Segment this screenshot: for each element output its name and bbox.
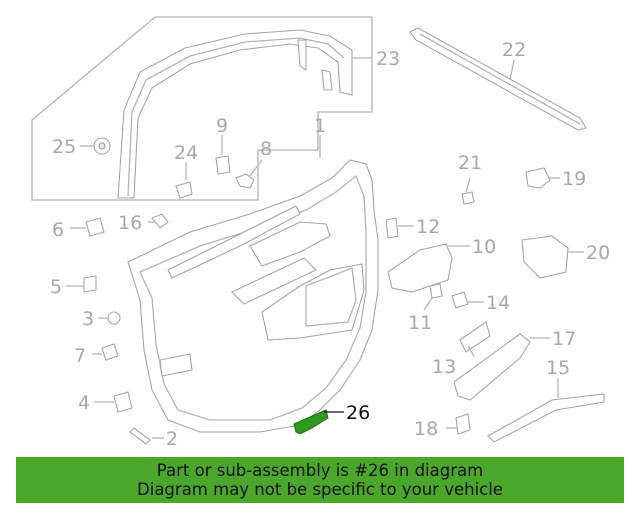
callout-13: 13 — [432, 356, 456, 378]
callout-22: 22 — [502, 39, 526, 61]
part-12 — [385, 217, 399, 239]
callout-26: 26 — [346, 402, 370, 424]
callout-11: 11 — [408, 312, 432, 334]
callout-9: 9 — [216, 115, 228, 137]
part-7 — [101, 343, 119, 361]
part-13 — [459, 321, 491, 353]
part-6 — [85, 217, 105, 237]
part-10 — [387, 243, 453, 293]
part-16 — [151, 213, 169, 229]
callout-10: 10 — [472, 236, 496, 258]
callout-20: 20 — [586, 242, 610, 264]
part-20 — [521, 235, 569, 279]
leader-lines — [66, 57, 584, 439]
frame-molding-part — [117, 29, 353, 199]
part-18 — [455, 413, 471, 435]
callout-5: 5 — [50, 276, 62, 298]
callout-15: 15 — [546, 357, 570, 379]
part-24 — [175, 181, 193, 199]
part-4 — [113, 391, 133, 413]
part-3 — [107, 311, 121, 325]
part-14 — [451, 291, 469, 309]
callout-23: 23 — [376, 48, 400, 70]
callout-14: 14 — [486, 292, 510, 314]
info-banner: Part or sub-assembly is #26 in diagram D… — [16, 457, 624, 503]
assembly-23-box — [31, 16, 373, 201]
callout-12: 12 — [416, 216, 440, 238]
callout-6: 6 — [52, 219, 64, 241]
part-17 — [453, 333, 531, 401]
callout-19: 19 — [562, 168, 586, 190]
callout-4: 4 — [78, 392, 90, 414]
part-21 — [461, 191, 475, 205]
banner-line-2: Diagram may not be specific to your vehi… — [137, 480, 503, 499]
callout-24: 24 — [174, 142, 198, 164]
callout-21: 21 — [458, 152, 482, 174]
callout-7: 7 — [74, 345, 86, 367]
banner-line-1: Part or sub-assembly is #26 in diagram — [156, 461, 484, 480]
part-2 — [129, 427, 151, 445]
part-5 — [83, 275, 97, 293]
part-9 — [215, 155, 231, 175]
callout-17: 17 — [552, 328, 576, 350]
part-8 — [235, 173, 255, 189]
callout-8: 8 — [260, 138, 272, 160]
callout-2: 2 — [166, 428, 178, 450]
part-19 — [525, 167, 551, 189]
callout-16: 16 — [118, 212, 142, 234]
part-15 — [487, 393, 605, 443]
callout-18: 18 — [414, 418, 438, 440]
callout-3: 3 — [82, 308, 94, 330]
callout-25: 25 — [52, 136, 76, 158]
callout-1: 1 — [314, 115, 326, 137]
part-26-highlighted — [293, 409, 329, 435]
part-11 — [429, 283, 443, 299]
parts-diagram: 1 2 3 4 5 6 7 8 9 10 11 12 13 14 15 16 1… — [31, 16, 610, 450]
